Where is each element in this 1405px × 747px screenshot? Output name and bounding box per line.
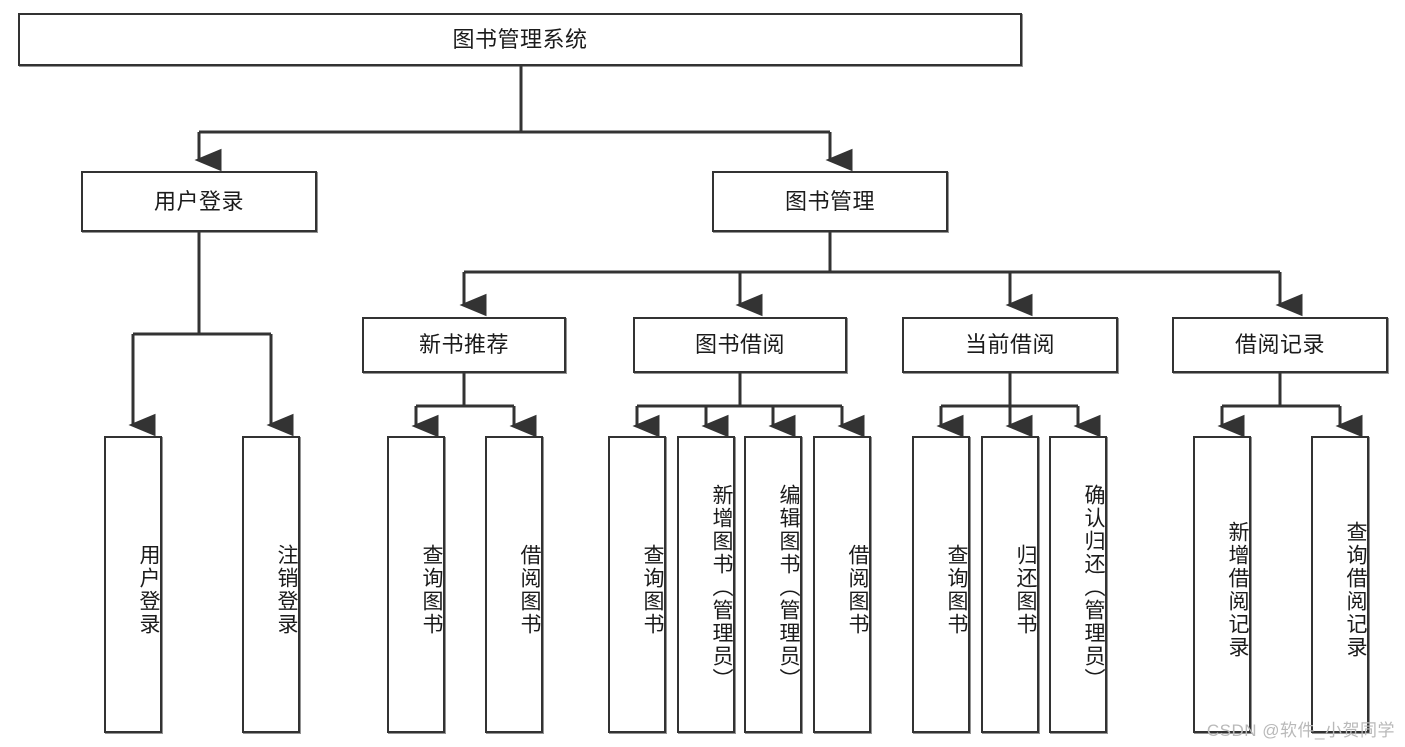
node-book-manage-label: 图书管理 — [784, 188, 875, 214]
leaf-current-return-book[interactable]: 归还图书 — [981, 436, 1039, 733]
node-new-book-recommend-label: 新书推荐 — [418, 332, 509, 358]
leaf-borrow-add-book[interactable]: 新增图书（管理员） — [677, 436, 735, 733]
leaf-current-query-book-label: 查询图书 — [945, 543, 968, 636]
leaf-record-search[interactable]: 查询借阅记录 — [1311, 436, 1369, 733]
leaf-borrow-edit-book[interactable]: 编辑图书（管理员） — [744, 436, 802, 733]
leaf-record-search-label: 查询借阅记录 — [1344, 520, 1367, 659]
leaf-user-logout-label: 注销登录 — [275, 543, 298, 636]
leaf-borrow-add-book-label: 新增图书（管理员） — [710, 484, 733, 691]
leaf-current-return-book-label: 归还图书 — [1014, 543, 1037, 636]
node-borrow-record-label: 借阅记录 — [1234, 332, 1325, 358]
leaf-borrow-query-book[interactable]: 查询图书 — [608, 436, 666, 733]
node-user-login[interactable]: 用户登录 — [81, 171, 317, 232]
leaf-current-query-book[interactable]: 查询图书 — [912, 436, 970, 733]
watermark: CSDN @软件_小贺同学 — [1206, 721, 1395, 740]
leaf-recommend-query-book[interactable]: 查询图书 — [387, 436, 445, 733]
leaf-record-add[interactable]: 新增借阅记录 — [1193, 436, 1251, 733]
leaf-borrow-query-book-label: 查询图书 — [641, 543, 664, 636]
leaf-recommend-borrow-book-label: 借阅图书 — [518, 543, 541, 636]
leaf-current-confirm-return[interactable]: 确认归还（管理员） — [1049, 436, 1107, 733]
leaf-user-login[interactable]: 用户登录 — [104, 436, 162, 733]
node-root[interactable]: 图书管理系统 — [18, 13, 1022, 66]
node-book-manage[interactable]: 图书管理 — [712, 171, 948, 232]
leaf-borrow-edit-book-label: 编辑图书（管理员） — [777, 484, 800, 691]
leaf-recommend-query-book-label: 查询图书 — [420, 543, 443, 636]
node-new-book-recommend[interactable]: 新书推荐 — [362, 317, 566, 373]
leaf-user-login-label: 用户登录 — [137, 543, 160, 636]
node-book-borrow-label: 图书借阅 — [694, 332, 785, 358]
node-current-borrow-label: 当前借阅 — [964, 332, 1055, 358]
node-book-borrow[interactable]: 图书借阅 — [633, 317, 847, 373]
leaf-user-logout[interactable]: 注销登录 — [242, 436, 300, 733]
node-root-label: 图书管理系统 — [452, 26, 588, 52]
leaf-borrow-borrow-book-label: 借阅图书 — [846, 543, 869, 636]
node-user-login-label: 用户登录 — [153, 188, 244, 214]
leaf-current-confirm-return-label: 确认归还（管理员） — [1082, 484, 1105, 691]
leaf-borrow-borrow-book[interactable]: 借阅图书 — [813, 436, 871, 733]
node-borrow-record[interactable]: 借阅记录 — [1172, 317, 1388, 373]
leaf-recommend-borrow-book[interactable]: 借阅图书 — [485, 436, 543, 733]
node-current-borrow[interactable]: 当前借阅 — [902, 317, 1118, 373]
leaf-record-add-label: 新增借阅记录 — [1226, 520, 1249, 659]
